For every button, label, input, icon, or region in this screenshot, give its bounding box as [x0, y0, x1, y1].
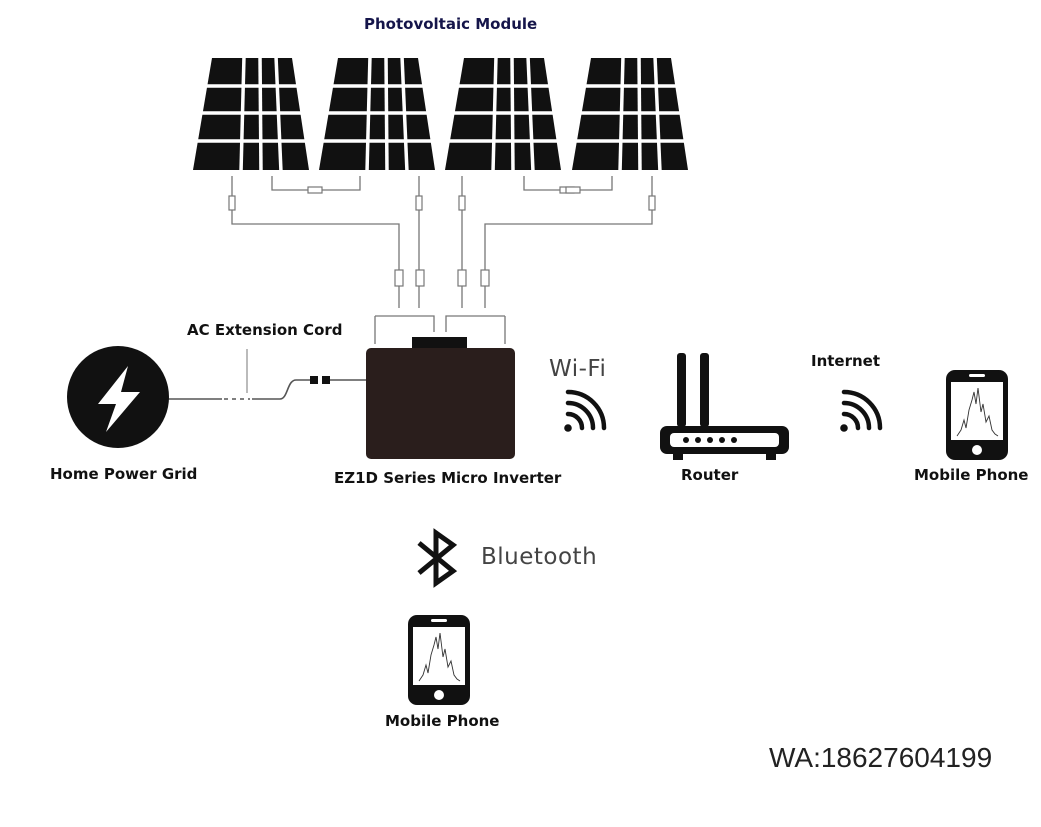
lightning-icon — [67, 346, 169, 448]
solar-panel-icon — [316, 55, 438, 173]
solar-panel-icon — [190, 55, 312, 173]
ac-extension-cord — [166, 349, 366, 400]
diagram-title: Photovoltaic Module — [364, 15, 538, 33]
bluetooth-icon — [417, 528, 458, 588]
router-label: Router — [681, 466, 739, 484]
watermark: WA:18627604199 — [769, 742, 993, 773]
internet-label: Internet — [811, 352, 881, 370]
ac-cord-label: AC Extension Cord — [187, 321, 343, 339]
mobile-phone-icon — [408, 615, 470, 705]
micro-inverter-icon — [366, 337, 515, 459]
router-icon — [660, 353, 789, 460]
solar-panel-icon — [569, 55, 691, 173]
dc-wiring — [231, 176, 653, 344]
solar-panel-icon — [442, 55, 564, 173]
phone-bottom-label: Mobile Phone — [385, 712, 500, 730]
bluetooth-label: Bluetooth — [481, 544, 598, 570]
wire-connector — [228, 186, 656, 287]
phone-right-label: Mobile Phone — [914, 466, 1029, 484]
wifi-signal-icon — [564, 389, 607, 432]
wifi-label: Wi-Fi — [549, 356, 607, 382]
home-grid-label: Home Power Grid — [50, 465, 198, 483]
wifi-signal-icon — [840, 389, 883, 432]
inverter-label: EZ1D Series Micro Inverter — [334, 469, 562, 487]
mobile-phone-icon — [946, 370, 1008, 460]
